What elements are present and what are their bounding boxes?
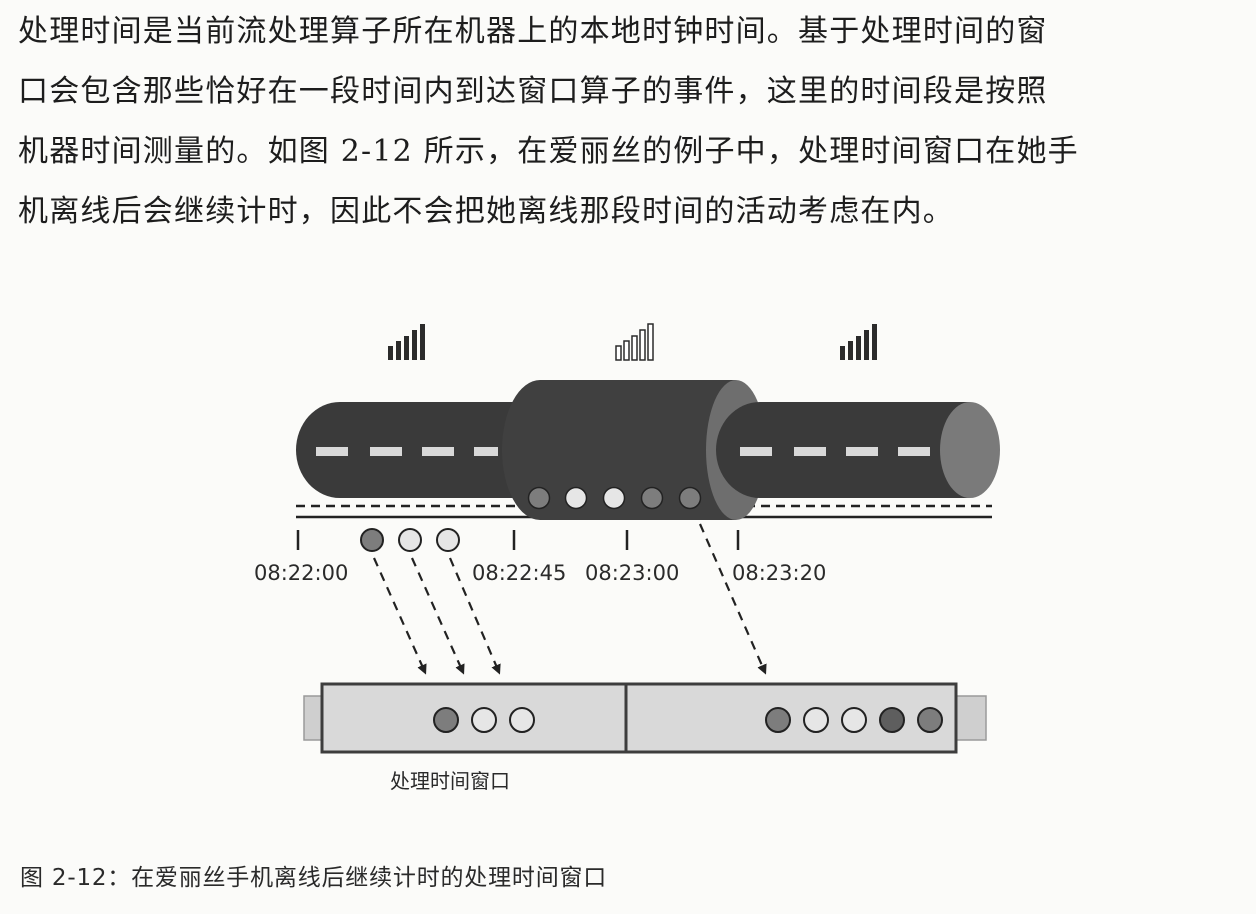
body-paragraph: 处理时间是当前流处理算子所在机器上的本地时钟时间。基于处理时间的窗 口会包含那些… (18, 2, 1246, 242)
paragraph-line: 处理时间是当前流处理算子所在机器上的本地时钟时间。基于处理时间的窗 (18, 14, 1048, 49)
event-dot (398, 528, 422, 552)
event-dot (917, 707, 943, 733)
buffered-events (527, 486, 702, 510)
processing-time-window-bar (303, 682, 987, 754)
event-dot (509, 707, 535, 733)
figure-diagram: 08:22:00 08:22:45 08:23:00 08:23:20 (254, 323, 1000, 793)
signal-strong-icon (840, 324, 877, 360)
event-dot (602, 486, 626, 510)
event-dot (678, 486, 702, 510)
event-dot (765, 707, 791, 733)
event-dot (471, 707, 497, 733)
timeline-label: 08:22:00 (254, 561, 348, 585)
timeline-label: 08:23:00 (585, 561, 679, 585)
arrived-events (360, 528, 460, 552)
stream-pipe-right (716, 402, 1000, 498)
paragraph-line: 口会包含那些恰好在一段时间内到达窗口算子的事件，这里的时间段是按照 (18, 74, 1048, 109)
figure-caption: 图 2-12：在爱丽丝手机离线后继续计时的处理时间窗口 (20, 865, 608, 891)
timeline-ticks (296, 530, 740, 550)
paragraph-line: 机器时间测量的。如图 2-12 所示，在爱丽丝的例子中，处理时间窗口在她手 (18, 134, 1079, 169)
paragraph-line: 机离线后会继续计时，因此不会把她离线那段时间的活动考虑在内。 (18, 194, 954, 229)
event-dot (640, 486, 664, 510)
figure-processing-time-window: 08:22:00 08:22:45 08:23:00 08:23:20 (0, 300, 1256, 820)
window-label: 处理时间窗口 (390, 769, 510, 793)
timeline-label: 08:22:45 (472, 561, 566, 585)
event-dot (803, 707, 829, 733)
event-dot (879, 707, 905, 733)
event-dot (841, 707, 867, 733)
event-dot (527, 486, 551, 510)
event-dot (360, 528, 384, 552)
timeline-label: 08:23:20 (732, 561, 826, 585)
event-dot (433, 707, 459, 733)
stream-pipe-left (296, 402, 540, 498)
signal-strong-icon (388, 324, 425, 360)
event-dot (436, 528, 460, 552)
assignment-arrows (372, 523, 767, 675)
event-dot (564, 486, 588, 510)
signal-none-icon (615, 323, 654, 361)
